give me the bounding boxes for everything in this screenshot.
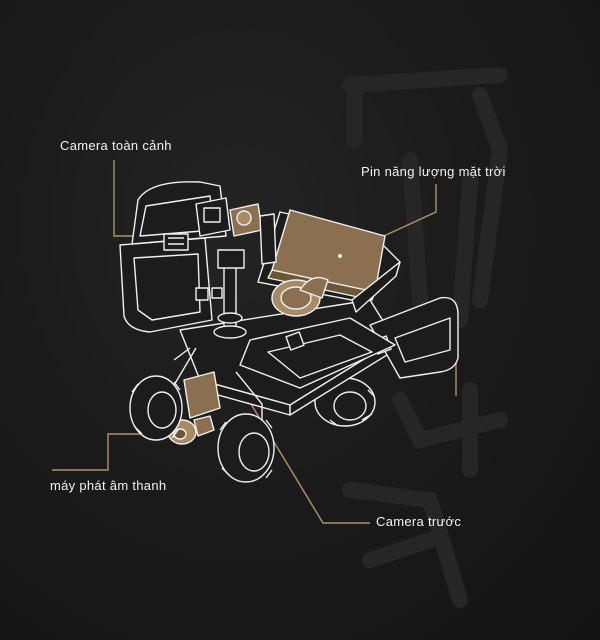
label-solar-battery: Pin năng lượng mặt trời	[361, 164, 506, 179]
label-sound-generator: máy phát âm thanh	[50, 478, 167, 493]
label-front-camera: Camera trước	[376, 514, 462, 529]
front-deck	[239, 317, 396, 389]
antenna-dish	[271, 276, 329, 317]
wheel-front-left	[129, 375, 183, 441]
label-panoramic-camera: Camera toàn cảnh	[60, 138, 172, 153]
rover-illustration	[119, 181, 459, 483]
camera-mast	[163, 197, 277, 339]
wheel-front-right	[217, 413, 275, 483]
leader-line-sound-generator	[52, 433, 185, 471]
background-watermark	[342, 67, 509, 608]
solar-battery-panel	[257, 209, 401, 313]
